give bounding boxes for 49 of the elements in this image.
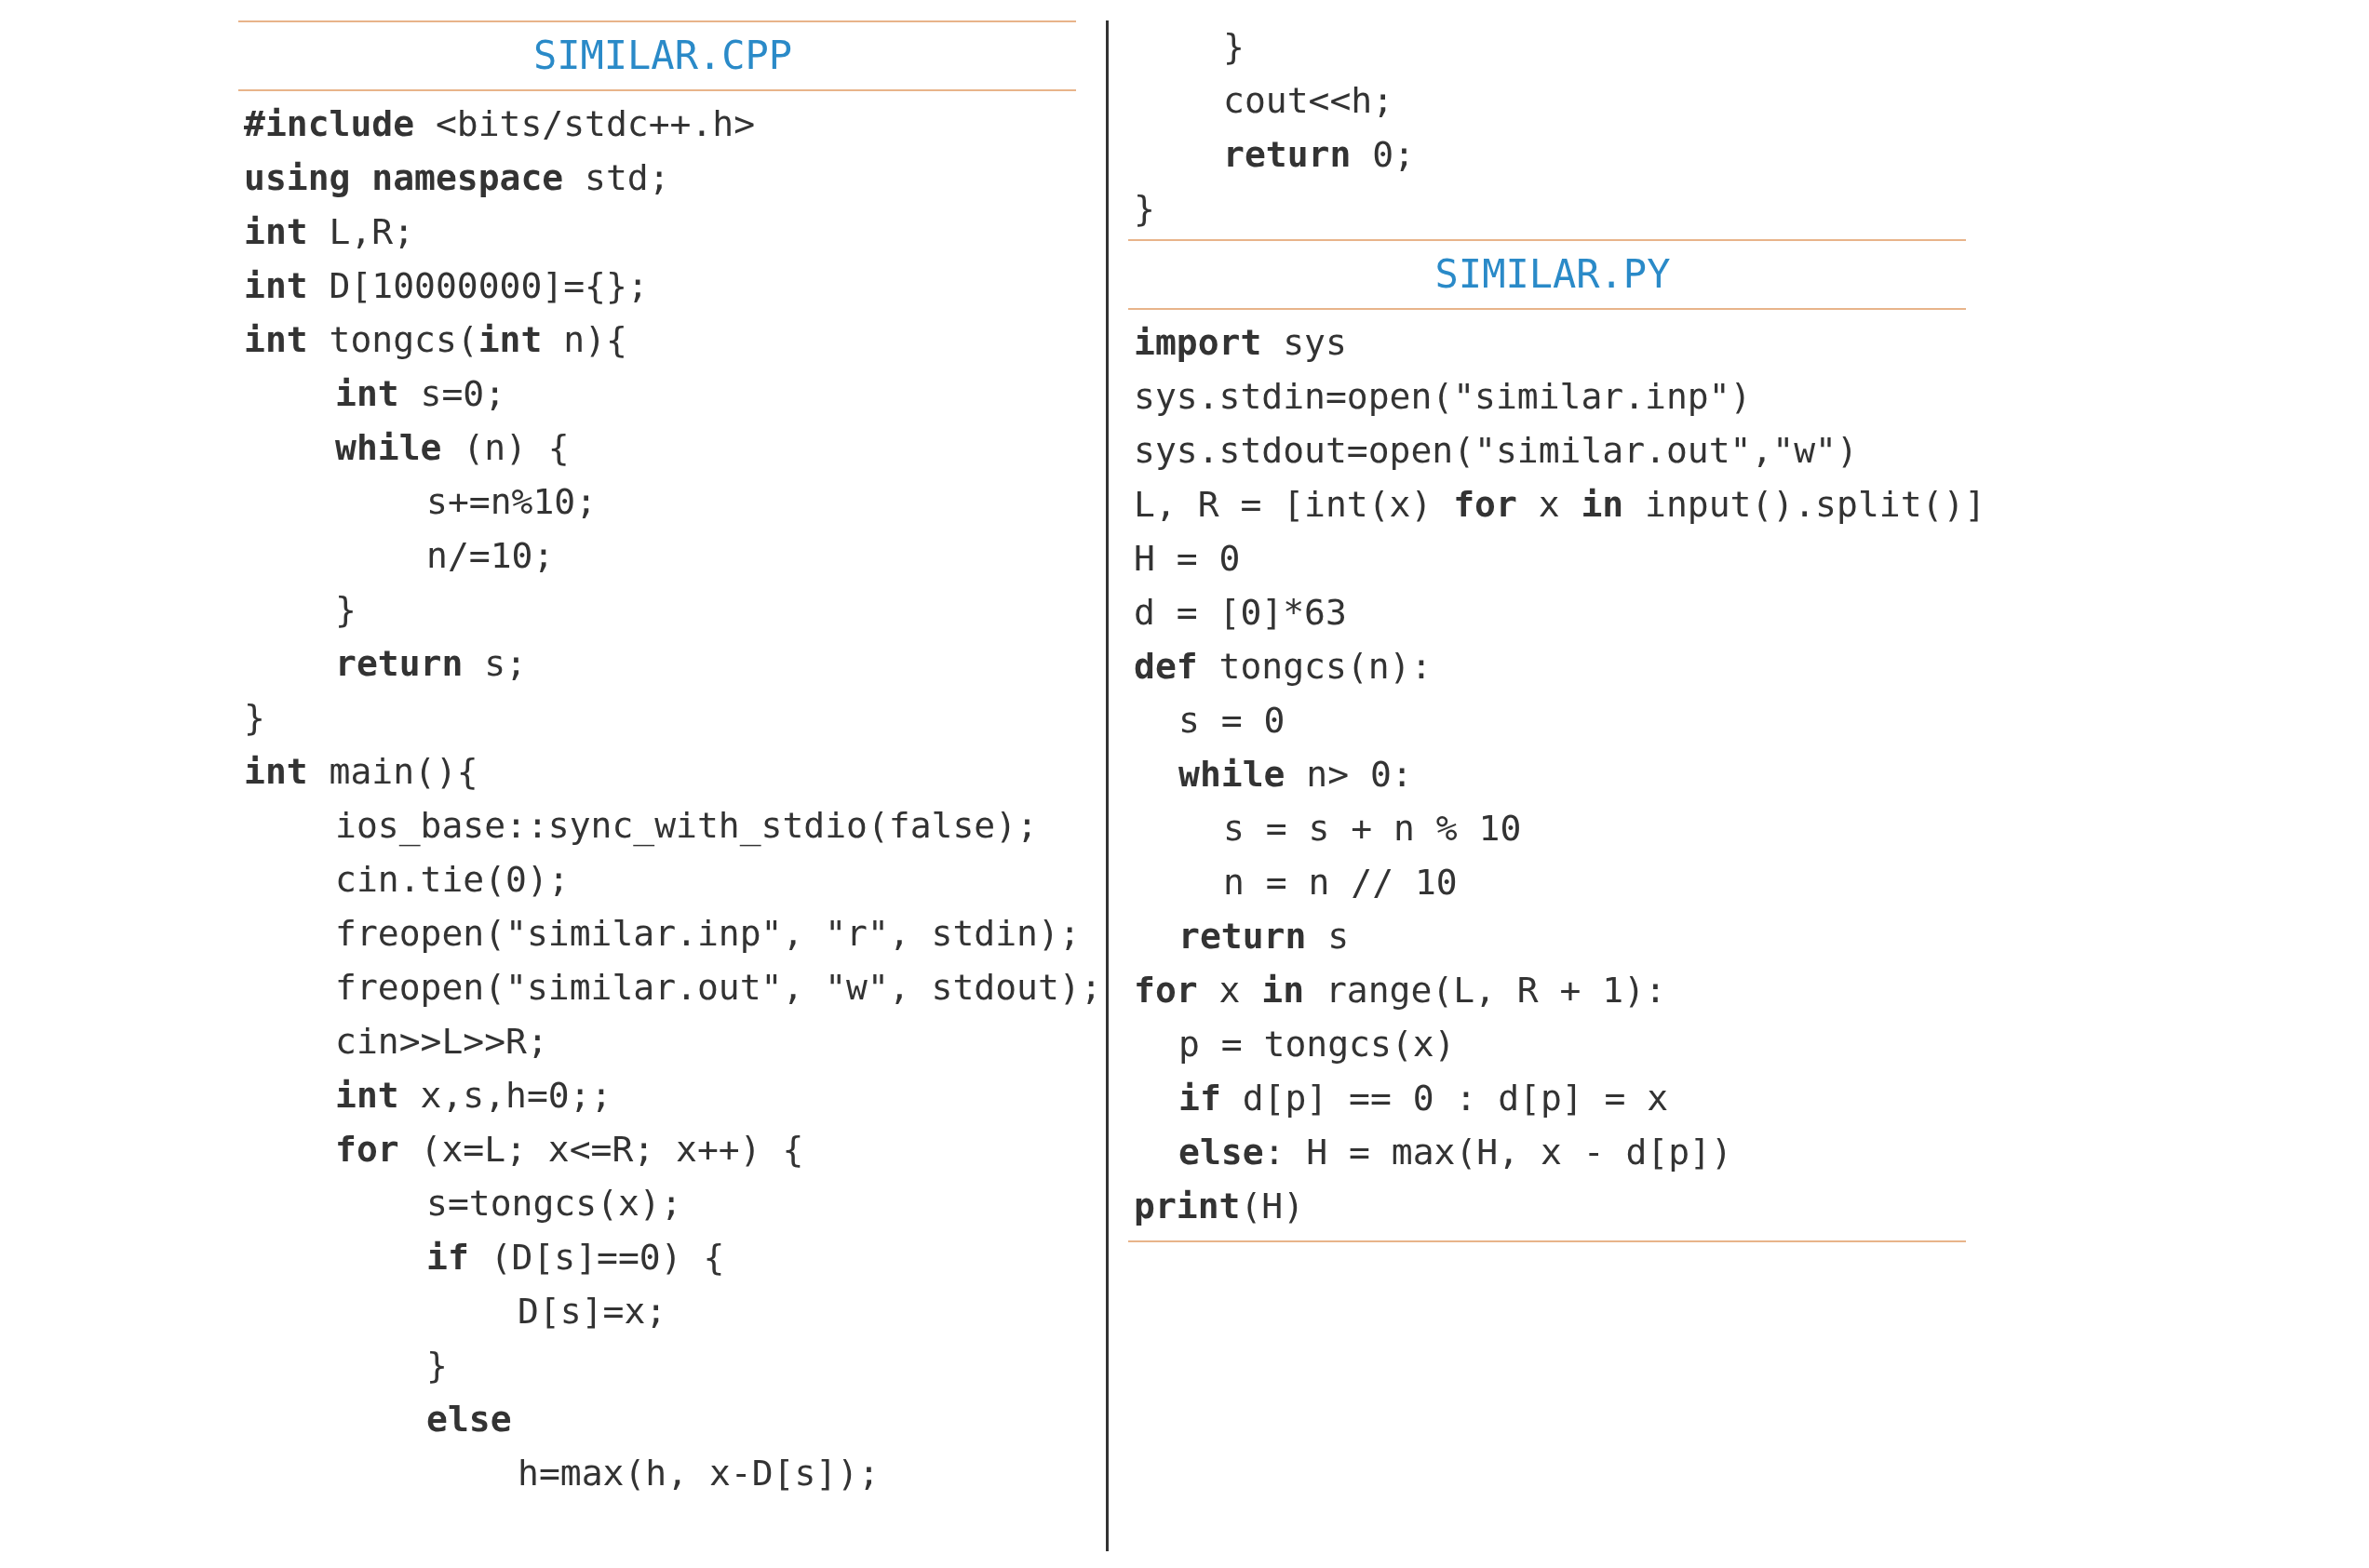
- code-line: int s=0;: [335, 372, 506, 416]
- code-line: h=max(h, x-D[s]);: [518, 1452, 880, 1495]
- code-line: n = n // 10: [1223, 861, 1458, 905]
- code-line: freopen("similar.out", "w", stdout);: [335, 966, 1102, 1010]
- code-line: #include <bits/stdc++.h>: [244, 102, 756, 146]
- code-line: while (n) {: [335, 426, 570, 470]
- code-line: s=tongcs(x);: [426, 1182, 682, 1226]
- code-line: cin.tie(0);: [335, 858, 570, 902]
- code-line: def tongcs(n):: [1134, 645, 1433, 689]
- code-line: else: H = max(H, x - d[p]): [1178, 1131, 1732, 1174]
- code-line: cout<<h;: [1223, 79, 1394, 123]
- code-line: H = 0: [1134, 537, 1241, 581]
- code-line: }: [1134, 187, 1155, 231]
- code-line: int L,R;: [244, 210, 415, 254]
- code-line: s = s + n % 10: [1223, 807, 1522, 851]
- code-line: freopen("similar.inp", "r", stdin);: [335, 912, 1081, 956]
- code-line: return 0;: [1223, 133, 1415, 177]
- code-line: sys.stdin=open("similar.inp"): [1134, 375, 1752, 419]
- code-line: }: [1223, 25, 1245, 69]
- code-line: }: [244, 696, 265, 740]
- code-line: using namespace std;: [244, 156, 670, 200]
- code-line: n/=10;: [426, 534, 555, 578]
- code-line: if d[p] == 0 : d[p] = x: [1178, 1077, 1669, 1120]
- code-line: int tongcs(int n){: [244, 318, 627, 362]
- file-heading: SIMILAR.CPP: [532, 32, 794, 80]
- code-line: s+=n%10;: [426, 480, 598, 524]
- code-line: print(H): [1134, 1185, 1305, 1228]
- code-line: }: [426, 1344, 448, 1387]
- code-line: D[s]=x;: [518, 1290, 667, 1333]
- code-line: for (x=L; x<=R; x++) {: [335, 1128, 804, 1172]
- code-line: if (D[s]==0) {: [426, 1236, 725, 1280]
- code-line: return s;: [335, 642, 527, 686]
- code-line: sys.stdout=open("similar.out","w"): [1134, 429, 1858, 473]
- code-line: p = tongcs(x): [1178, 1023, 1456, 1066]
- code-line: return s: [1178, 915, 1350, 958]
- code-line: d = [0]*63: [1134, 591, 1347, 635]
- code-line: int main(){: [244, 750, 478, 794]
- code-line: L, R = [int(x) for x in input().split()]: [1134, 483, 1986, 527]
- code-line: while n> 0:: [1178, 753, 1413, 797]
- code-line: for x in range(L, R + 1):: [1134, 969, 1666, 1012]
- code-line: s = 0: [1178, 699, 1285, 743]
- code-line: int D[10000000]={};: [244, 264, 649, 308]
- code-line: }: [335, 588, 357, 632]
- code-line: int x,s,h=0;;: [335, 1074, 612, 1118]
- code-line: cin>>L>>R;: [335, 1020, 548, 1064]
- code-line: else: [426, 1398, 512, 1441]
- code-line: ios_base::sync_with_stdio(false);: [335, 804, 1038, 849]
- file-heading: SIMILAR.PY: [1434, 250, 1672, 299]
- code-line: import sys: [1134, 321, 1347, 365]
